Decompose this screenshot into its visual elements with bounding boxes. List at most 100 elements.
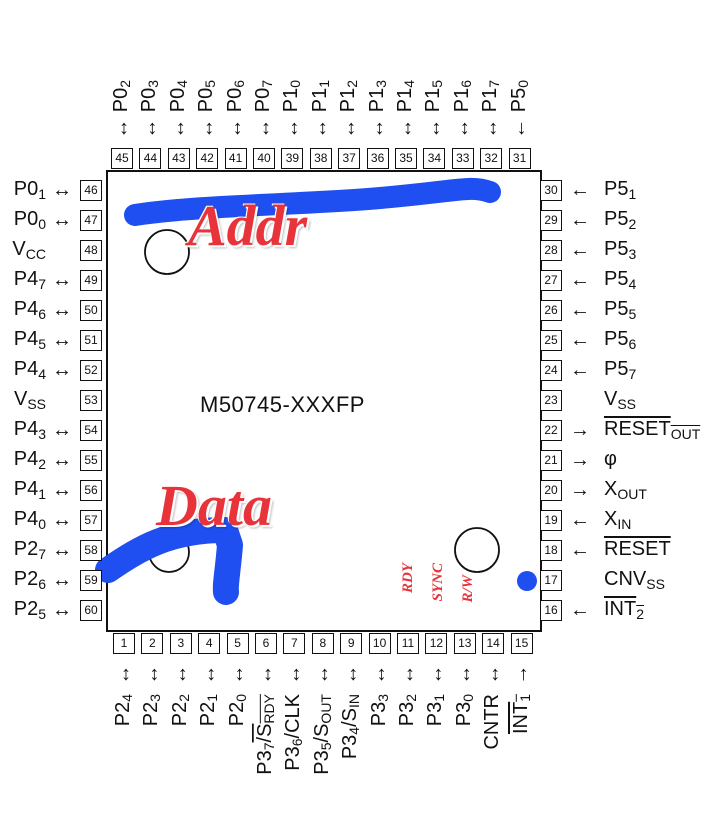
pin-3-both-arrow-icon: ↕ (177, 663, 188, 685)
pin-28-label: P53 (604, 238, 636, 261)
pin-label-segment: P0 (110, 87, 132, 112)
pin-9-box: 9 (340, 633, 363, 654)
pin-label-segment: P3 (282, 746, 305, 771)
pin-label-segment: 7 (261, 742, 277, 751)
pin-label-segment: P5 (604, 298, 629, 320)
pin-label-segment: 5 (429, 79, 446, 88)
pin-1-both-arrow-icon: ↕ (121, 663, 131, 685)
pin-22-out-arrow-icon: → (570, 419, 590, 441)
pin-label-segment: P2 (13, 538, 39, 560)
pin-45-both-arrow-icon: ↕ (119, 117, 129, 139)
pin-label-segment: 0 (38, 516, 46, 532)
pin-label-segment: 7 (259, 79, 275, 88)
pin-56-both-arrow-icon: ↔ (52, 479, 72, 501)
pin-44-label: P03 (138, 80, 161, 112)
pin-label-segment: P3 (452, 701, 475, 727)
pin-label-segment: 2 (38, 456, 46, 472)
pin-58-box: 58 (80, 540, 102, 561)
pin-label-segment: 4 (346, 726, 363, 735)
pin-9-label: P34/SIN (339, 694, 363, 760)
pin-label-segment: 7 (38, 546, 46, 562)
pin-40-box: 40 (253, 148, 275, 169)
pin-52-both-arrow-icon: ↔ (52, 359, 72, 381)
pin-4-label: P21 (197, 694, 220, 726)
pin-60-label: P25 (13, 598, 46, 622)
pin-10-box: 10 (368, 633, 391, 654)
pin-15-label: INT1 (510, 694, 533, 734)
pin-label-segment: /S (339, 708, 362, 727)
pin-5-box: 5 (226, 633, 249, 654)
pin-50-box: 50 (80, 300, 102, 321)
addr-annotation: Addr (188, 193, 308, 258)
pin-53-box: 53 (80, 390, 102, 411)
pin-label-segment: P1 (422, 87, 445, 112)
pin-label-segment: 2 (175, 694, 192, 702)
pin-label-segment: P5 (604, 208, 629, 230)
pin-label-segment: 1 (38, 186, 46, 202)
pin-label-segment: 6 (289, 738, 306, 747)
pin-46-both-arrow-icon: ↔ (52, 179, 72, 201)
pin-label-segment: 3 (38, 426, 46, 442)
pin-59-box: 59 (80, 570, 102, 591)
pin-25-box: 25 (540, 330, 562, 351)
pin-label-segment: P4 (13, 478, 39, 500)
pin-6-both-arrow-icon: ↕ (263, 663, 273, 685)
pin-35-box: 35 (395, 148, 417, 169)
pin-label-segment: V (604, 388, 618, 410)
pin-57-both-arrow-icon: ↔ (52, 509, 72, 531)
pin-37-label: P12 (337, 80, 360, 112)
pin-label-segment: 5 (38, 606, 46, 622)
pin-59-both-arrow-icon: ↔ (52, 569, 72, 591)
pin-label-segment: φ (604, 448, 617, 470)
pin-40-both-arrow-icon: ↕ (261, 117, 271, 139)
pin-label-segment: CC (25, 246, 46, 262)
pin-38-box: 38 (309, 148, 332, 169)
pin-21-box: 21 (540, 450, 562, 471)
pin-32-label: P17 (479, 80, 502, 112)
pin-13-box: 13 (453, 633, 476, 654)
pin-label-segment: 0 (232, 694, 249, 702)
pin-46-label: P01 (14, 178, 46, 202)
pin-label-segment: P2 (168, 701, 191, 727)
pin-51-label: P45 (14, 328, 46, 351)
pin-42-box: 42 (196, 148, 219, 169)
pin-22-box: 22 (540, 420, 562, 441)
pin-43-box: 43 (167, 148, 190, 169)
pin-60-both-arrow-icon: ↔ (52, 599, 72, 621)
pin-label-segment: 3 (147, 694, 164, 702)
pin-label-segment: P3 (339, 734, 362, 760)
pin-1-box: 1 (113, 633, 135, 654)
pin-label-segment: /S (254, 723, 276, 743)
pin-label-segment: 0 (287, 79, 304, 88)
pin-11-label: P32 (396, 694, 419, 726)
pin-label-segment: 0 (38, 216, 46, 232)
pin-43-both-arrow-icon: ↕ (175, 117, 186, 139)
pin-50-label: P46 (14, 298, 46, 321)
pin-24-in-arrow-icon: ← (570, 359, 590, 381)
pin-51-both-arrow-icon: ↔ (52, 329, 72, 351)
pin-49-both-arrow-icon: ↔ (52, 269, 72, 291)
pin-56-label: P41 (13, 478, 46, 501)
pin-33-box: 33 (451, 148, 474, 169)
pin-label-segment: INT (604, 598, 637, 620)
pin-18-box: 18 (540, 540, 562, 561)
pin-label-segment: P5 (604, 178, 629, 200)
pin-19-label: XIN (604, 508, 632, 532)
pin-label-segment: P4 (13, 358, 39, 380)
pin-34-box: 34 (423, 148, 446, 169)
pin-34-label: P15 (422, 79, 446, 112)
pin-label-segment: P5 (604, 358, 629, 380)
pin-52-label: P44 (13, 358, 46, 381)
pin-label-segment: OUT (617, 486, 647, 502)
pin-52-box: 52 (80, 360, 102, 381)
data-annotation: Data (156, 473, 272, 538)
pin-30-in-arrow-icon: ← (570, 179, 590, 201)
pin-label-segment: /S (310, 723, 333, 743)
pin-label-segment: P5 (507, 87, 530, 112)
chip-name: M50745-XXXFP (200, 392, 365, 417)
pin-14-box: 14 (482, 633, 505, 654)
pin-34-both-arrow-icon: ↕ (431, 117, 442, 139)
pin-12-label: P31 (424, 694, 447, 726)
pin-label-segment: P2 (13, 598, 39, 620)
pin-label-segment: IN (617, 516, 632, 532)
